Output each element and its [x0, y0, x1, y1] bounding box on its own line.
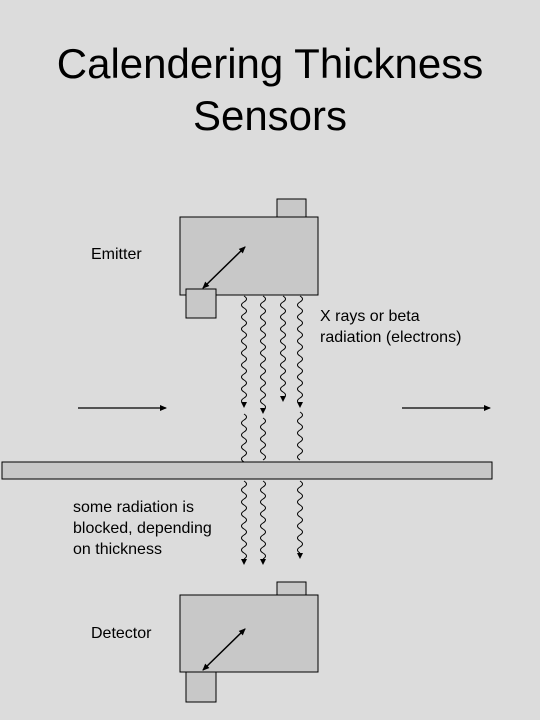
upper-wave-arrowhead-4 [297, 402, 303, 408]
radiation-label-line-1: X rays or beta [320, 308, 420, 325]
radiation-waves [241, 295, 303, 565]
slide-title: Calendering Thickness Sensors [0, 38, 540, 142]
radiation-label: X rays or beta radiation (electrons) [320, 306, 461, 348]
blocked-radiation-label: some radiation is blocked, depending on … [73, 497, 212, 560]
detector-body [179, 594, 319, 673]
detector-label: Detector [91, 625, 152, 642]
emitter-double-arrow [202, 246, 246, 289]
emitter-window [185, 288, 217, 319]
emitter-body [179, 216, 319, 296]
upper-wave-arrowhead-2 [260, 408, 266, 414]
emitter-label: Emitter [91, 246, 142, 263]
lower-wave-3 [297, 480, 303, 554]
blocked-label-line-1: some radiation is [73, 499, 194, 516]
upper-wave-3 [280, 295, 286, 399]
blocked-label-line-2: blocked, depending [73, 520, 212, 537]
lower-wave-arrowhead-2 [260, 559, 266, 565]
upper-wave-2 [260, 295, 266, 411]
mid-wave-1 [241, 413, 247, 463]
mid-wave-2 [260, 417, 266, 461]
lower-wave-2 [260, 480, 266, 560]
upper-wave-1 [241, 295, 247, 405]
upper-wave-arrowhead-1 [241, 402, 247, 408]
detector-double-arrow [202, 628, 246, 671]
upper-wave-arrowhead-3 [280, 396, 286, 402]
slide-title-line-2: Sensors [192, 92, 348, 139]
blocked-label-line-3: on thickness [73, 541, 162, 558]
detector-device [179, 581, 319, 703]
emitter-device [179, 198, 319, 319]
lower-wave-arrowhead-3 [297, 553, 303, 559]
lower-wave-arrowhead-1 [241, 559, 247, 565]
mid-wave-3 [297, 411, 303, 461]
upper-wave-4 [297, 295, 303, 405]
material-sheet [1, 461, 493, 480]
slide-title-line-1: Calendering Thickness [56, 40, 484, 87]
radiation-label-line-2: radiation (electrons) [320, 329, 462, 346]
emitter-top-tab [276, 198, 307, 218]
lower-wave-1 [241, 480, 247, 560]
detector-window [185, 671, 217, 703]
detector-top-tab [276, 581, 307, 596]
